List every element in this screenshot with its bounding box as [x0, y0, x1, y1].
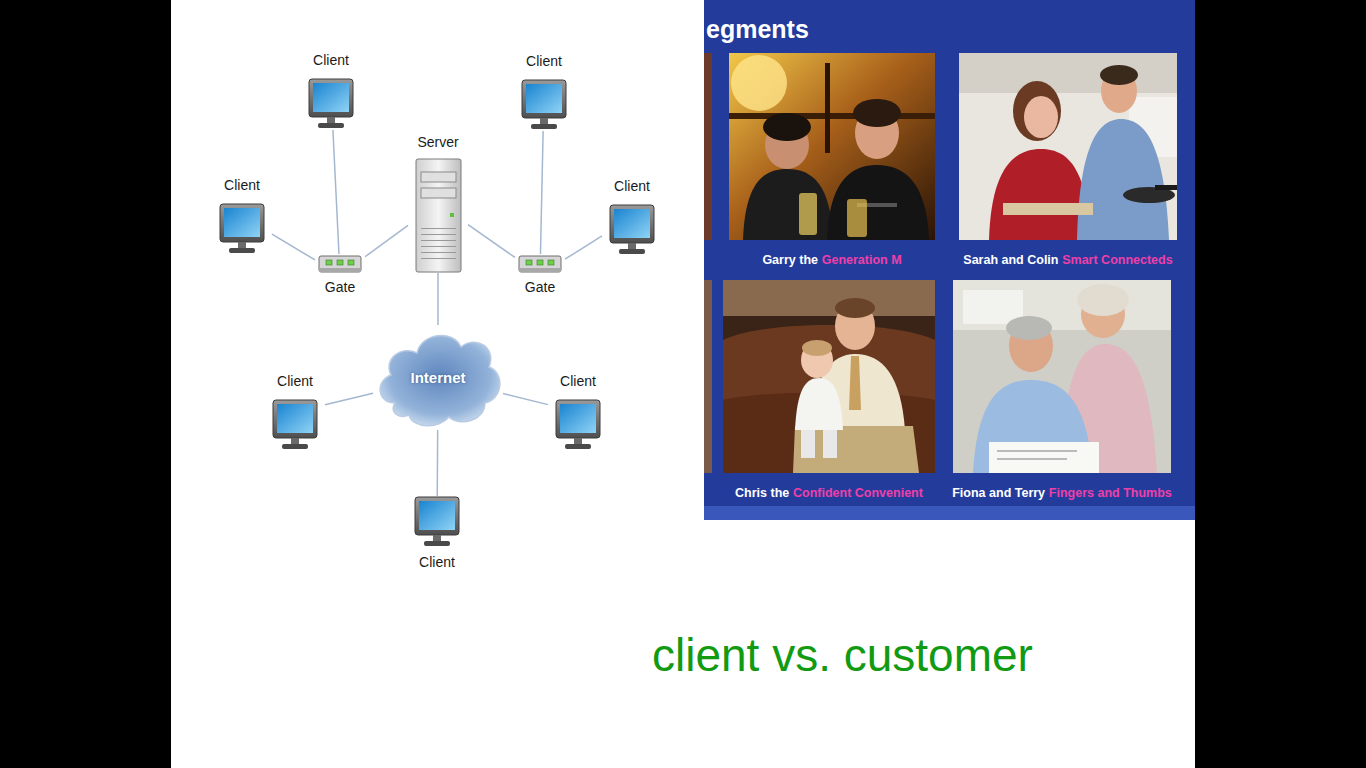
node-label: Client	[224, 177, 260, 194]
monitor-icon	[521, 79, 567, 131]
monitor-icon	[414, 496, 460, 548]
segment-photo: Fiona and Terry Fingers and Thumbs	[950, 280, 1174, 501]
network-link	[325, 393, 373, 405]
client-icon-box	[219, 203, 265, 255]
slide-caption: client vs. customer	[652, 628, 1033, 682]
person-name: Fiona and Terry	[952, 486, 1045, 500]
client-icon-box	[414, 496, 460, 548]
photo-caption: Garry the Generation M	[727, 252, 937, 268]
client-node: Client	[514, 53, 574, 131]
client-icon-box	[272, 399, 318, 451]
panel-heading: egments	[706, 14, 809, 44]
client-icon-box	[308, 78, 354, 130]
gate-node: Gate	[515, 254, 565, 296]
segments-panel: egmentsGarry the Generation M Sarah and Co…	[704, 0, 1195, 520]
client-node: Client	[301, 52, 361, 130]
node-label: Client	[419, 554, 455, 571]
person-name: Garry the	[762, 253, 818, 267]
node-label: Client	[277, 373, 313, 390]
internet-cloud: Internet	[373, 325, 503, 430]
photo-caption: Sarah and Colin Smart Connecteds	[957, 252, 1179, 268]
client-node: Client	[602, 178, 662, 256]
photo-caption: Chris the Confident Convenient	[721, 485, 937, 501]
client-node: Client	[212, 177, 272, 255]
network-link	[437, 273, 439, 325]
server-icon	[415, 158, 462, 273]
client-icon-box	[521, 79, 567, 131]
photo-illustration	[959, 53, 1177, 240]
segment-name: Confident Convenient	[793, 486, 923, 500]
monitor-icon	[219, 203, 265, 255]
network-link	[503, 394, 548, 405]
monitor-icon	[272, 399, 318, 451]
node-label: Client	[313, 52, 349, 69]
segment-name: Fingers and Thumbs	[1049, 486, 1172, 500]
gate-icon	[318, 254, 362, 274]
server-icon-box	[415, 158, 462, 273]
node-label: Gate	[525, 279, 555, 296]
person-name: Sarah and Colin	[963, 253, 1058, 267]
client-node: Client	[407, 496, 467, 571]
gate-icon-box	[318, 254, 362, 274]
monitor-icon	[609, 204, 655, 256]
network-link	[333, 130, 339, 254]
monitor-icon	[555, 399, 601, 451]
gate-icon-box	[518, 254, 562, 274]
photo-illustration	[953, 280, 1171, 473]
monitor-icon	[308, 78, 354, 130]
network-link	[468, 225, 515, 258]
segment-photo: Chris the Confident Convenient	[721, 280, 937, 501]
segment-photo: Garry the Generation M	[727, 53, 937, 268]
client-icon-box	[555, 399, 601, 451]
network-link	[436, 430, 438, 496]
photo-illustration	[723, 280, 935, 473]
segment-name: Generation M	[822, 253, 902, 267]
node-label: Server	[417, 134, 458, 151]
segment-name: Smart Connecteds	[1062, 253, 1172, 267]
node-label: Client	[560, 373, 596, 390]
gate-node: Gate	[315, 254, 365, 296]
node-label: Client	[614, 178, 650, 195]
photo-illustration	[729, 53, 935, 240]
photo-caption: Fiona and Terry Fingers and Thumbs	[950, 485, 1174, 501]
network-link	[565, 236, 602, 259]
segment-photo: Sarah and Colin Smart Connecteds	[957, 53, 1179, 268]
client-node: Client	[265, 373, 325, 451]
network-link	[540, 131, 543, 254]
client-node: Client	[548, 373, 608, 451]
client-icon-box	[609, 204, 655, 256]
cloud-label: Internet	[410, 369, 465, 386]
node-label: Client	[526, 53, 562, 70]
person-name: Chris the	[735, 486, 789, 500]
network-link	[272, 234, 315, 260]
node-label: Gate	[325, 279, 355, 296]
network-link	[365, 225, 408, 256]
server-node: Server	[408, 134, 468, 273]
gate-icon	[518, 254, 562, 274]
